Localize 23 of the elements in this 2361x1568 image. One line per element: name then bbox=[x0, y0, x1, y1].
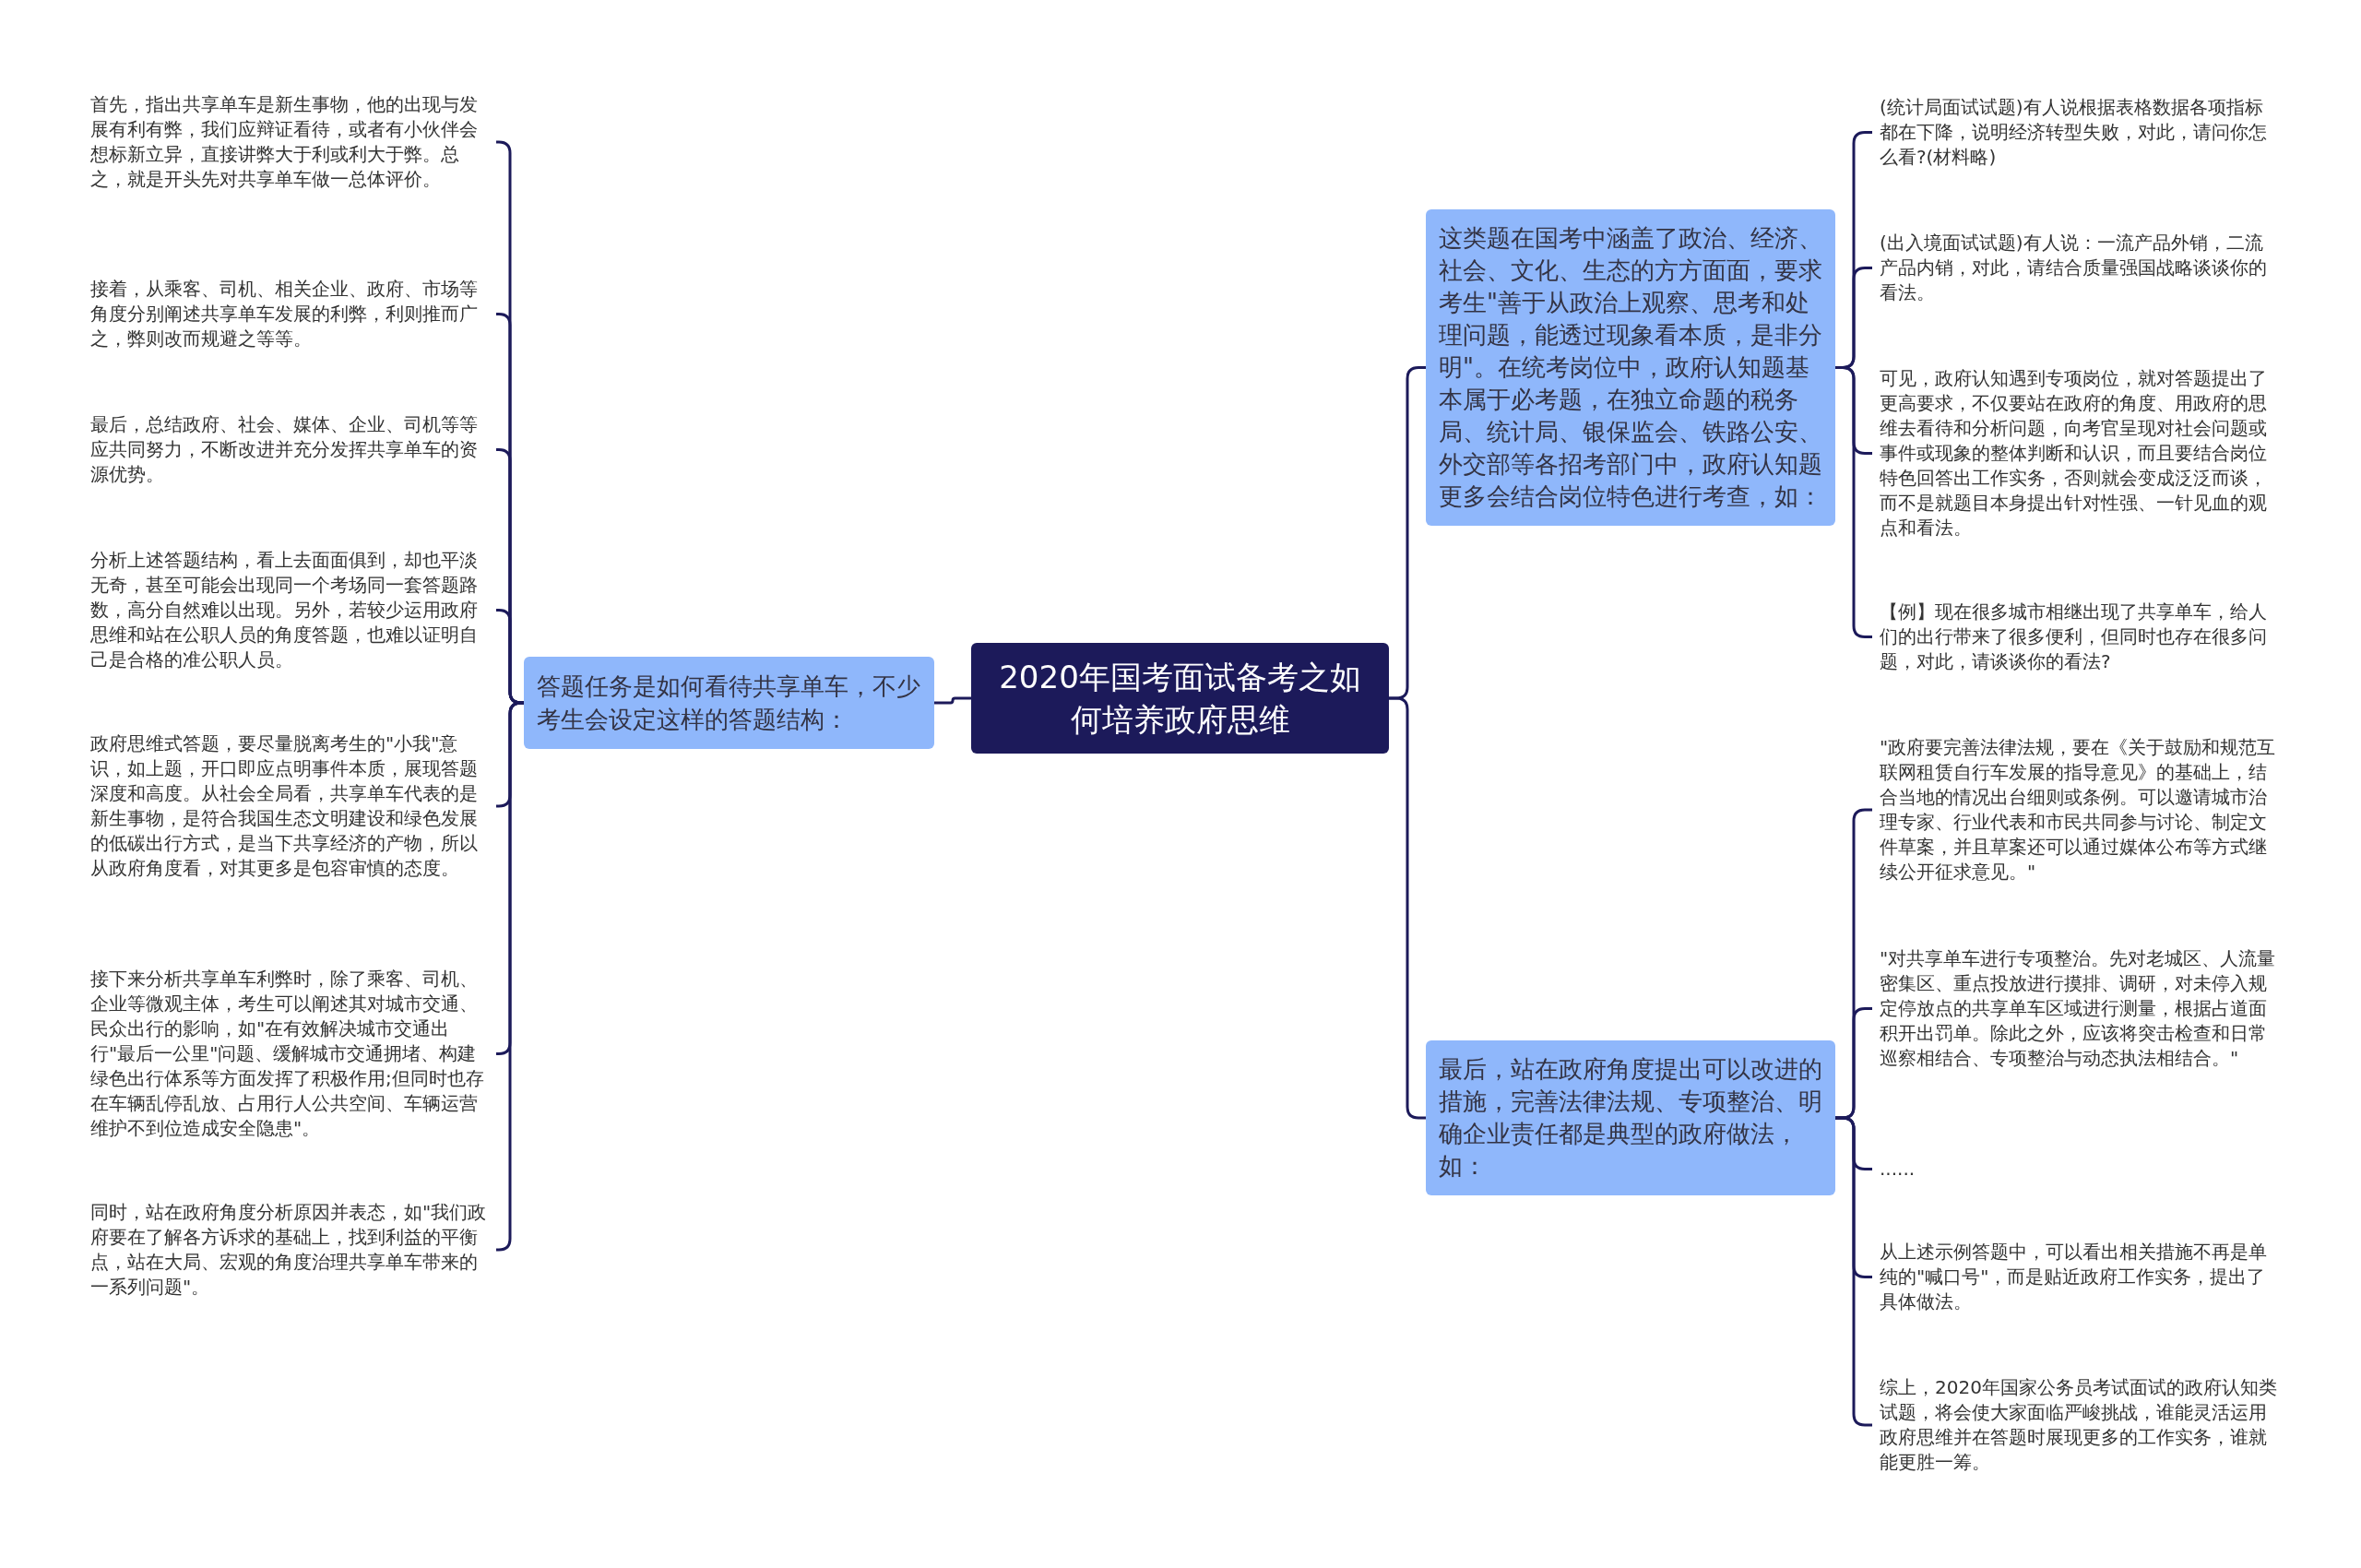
note-text: 接下来分析共享单车利弊时，除了乘客、司机、企业等微观主体，考生可以阐述其对城市交通、民众出行的影响，如"在有效解决城市交通出行"最后一公里"问题、缓解城市交通拥堵、构建绿色出行体系等方面发挥了积极作用;但同时也存在车辆乱停乱放、占用行人公共空间、车辆运营维护不到位造成安全隐患"。 bbox=[83, 967, 496, 1141]
note-text: 从上述示例答题中，可以看出相关措施不再是单纯的"喊口号"，而是贴近政府工作实务，提出了具体做法。 bbox=[1872, 1240, 2285, 1314]
note-text: (出入境面试试题)有人说：一流产品外销，二流产品内销，对此，请结合质量强国战略谈谈你的看法。 bbox=[1872, 231, 2285, 305]
note-text: (统计局面试试题)有人说根据表格数据各项指标都在下降，说明经济转型失败，对此，请问你怎么看?(材料略) bbox=[1872, 95, 2285, 170]
note-text: 首先，指出共享单车是新生事物，他的出现与发展有利有弊，我们应辩证看待，或者有小伙伴会想标新立异，直接讲弊大于利或利大于弊。总之，就是开头先对共享单车做一总体评价。 bbox=[83, 92, 496, 192]
topic-box: 最后，站在政府角度提出可以改进的措施，完善法律法规、专项整治、明确企业责任都是典型的政府做法，如： bbox=[1426, 1040, 1835, 1195]
note-text: 政府思维式答题，要尽量脱离考生的"小我"意识，如上题，开口即应点明事件本质，展现答题深度和高度。从社会全局看，共享单车代表的是新生事物，是符合我国生态文明建设和绿色发展的低碳出行方式，是当下共享经济的产物，所以从政府角度看，对其更多是包容审慎的态度。 bbox=[83, 731, 496, 881]
note-text: 分析上述答题结构，看上去面面俱到，却也平淡无奇，甚至可能会出现同一个考场同一套答题路数，高分自然难以出现。另外，若较少运用政府思维和站在公职人员的角度答题，也难以证明自己是合格的准公职人员。 bbox=[83, 548, 496, 672]
note-text: 接着，从乘客、司机、相关企业、政府、市场等角度分别阐述共享单车发展的利弊，利则推而广之，弊则改而规避之等等。 bbox=[83, 277, 496, 351]
note-text: 同时，站在政府角度分析原因并表态，如"我们政府要在了解各方诉求的基础上，找到利益的平衡点，站在大局、宏观的角度治理共享单车带来的一系列问题"。 bbox=[83, 1200, 496, 1300]
note-text: 【例】现在很多城市相继出现了共享单车，给人们的出行带来了很多便利，但同时也存在很多问题，对此，请谈谈你的看法? bbox=[1872, 600, 2285, 674]
connector-line bbox=[934, 696, 971, 705]
central-topic-box: 2020年国考面试备考之如何培养政府思维 bbox=[971, 643, 1389, 754]
note-text: 最后，总结政府、社会、媒体、企业、司机等等应共同努力，不断改进并充分发挥共享单车的资源优势。 bbox=[83, 412, 496, 487]
connector-line bbox=[496, 609, 524, 705]
topic-box: 这类题在国考中涵盖了政治、经济、社会、文化、生态的方方面面，要求考生"善于从政治上观察、思考和处理问题，能透过现象看本质，是非分明"。在统考岗位中，政府认知题基本属于必考题，在独立命题的税务局、统计局、银保监会、铁路公安、外交部等各招考部门中，政府认知题更多会结合岗位特色进行考查，如： bbox=[1426, 209, 1835, 526]
topic-box: 答题任务是如何看待共享单车，不少考生会设定这样的答题结构： bbox=[524, 657, 934, 749]
note-text: 综上，2020年国家公务员考试面试的政府认知类试题，将会使大家面临严峻挑战，谁能灵活运用政府思维并在答题时展现更多的工作实务，谁就能更胜一筹。 bbox=[1872, 1375, 2285, 1475]
note-text: ...... bbox=[1872, 1157, 2285, 1182]
connector-line bbox=[1389, 696, 1426, 1120]
note-text: "对共享单车进行专项整治。先对老城区、人流量密集区、重点投放进行摸排、调研，对未停入规定停放点的共享单车区域进行测量，根据占道面积开出罚单。除此之外，应该将突击检查和日常巡察相结合、专项整治与动态执法相结合。" bbox=[1872, 946, 2285, 1071]
note-text: "政府要完善法律法规，要在《关于鼓励和规范互联网租赁自行车发展的指导意见》的基础上，结合当地的情况出台细则或条例。可以邀请城市治理专家、行业代表和市民共同参与讨论、制定文件草案，并且草案还可以通过媒体公布等方式继续公开征求意见。" bbox=[1872, 735, 2285, 885]
note-text: 可见，政府认知遇到专项岗位，就对答题提出了更高要求，不仅要站在政府的角度、用政府的思维去看待和分析问题，向考官呈现对社会问题或事件或现象的整体判断和认识，而且要结合岗位特色回答出工作实务，否则就会变成泛泛而谈，而不是就题目本身提出针对性强、一针见血的观点和看法。 bbox=[1872, 366, 2285, 540]
